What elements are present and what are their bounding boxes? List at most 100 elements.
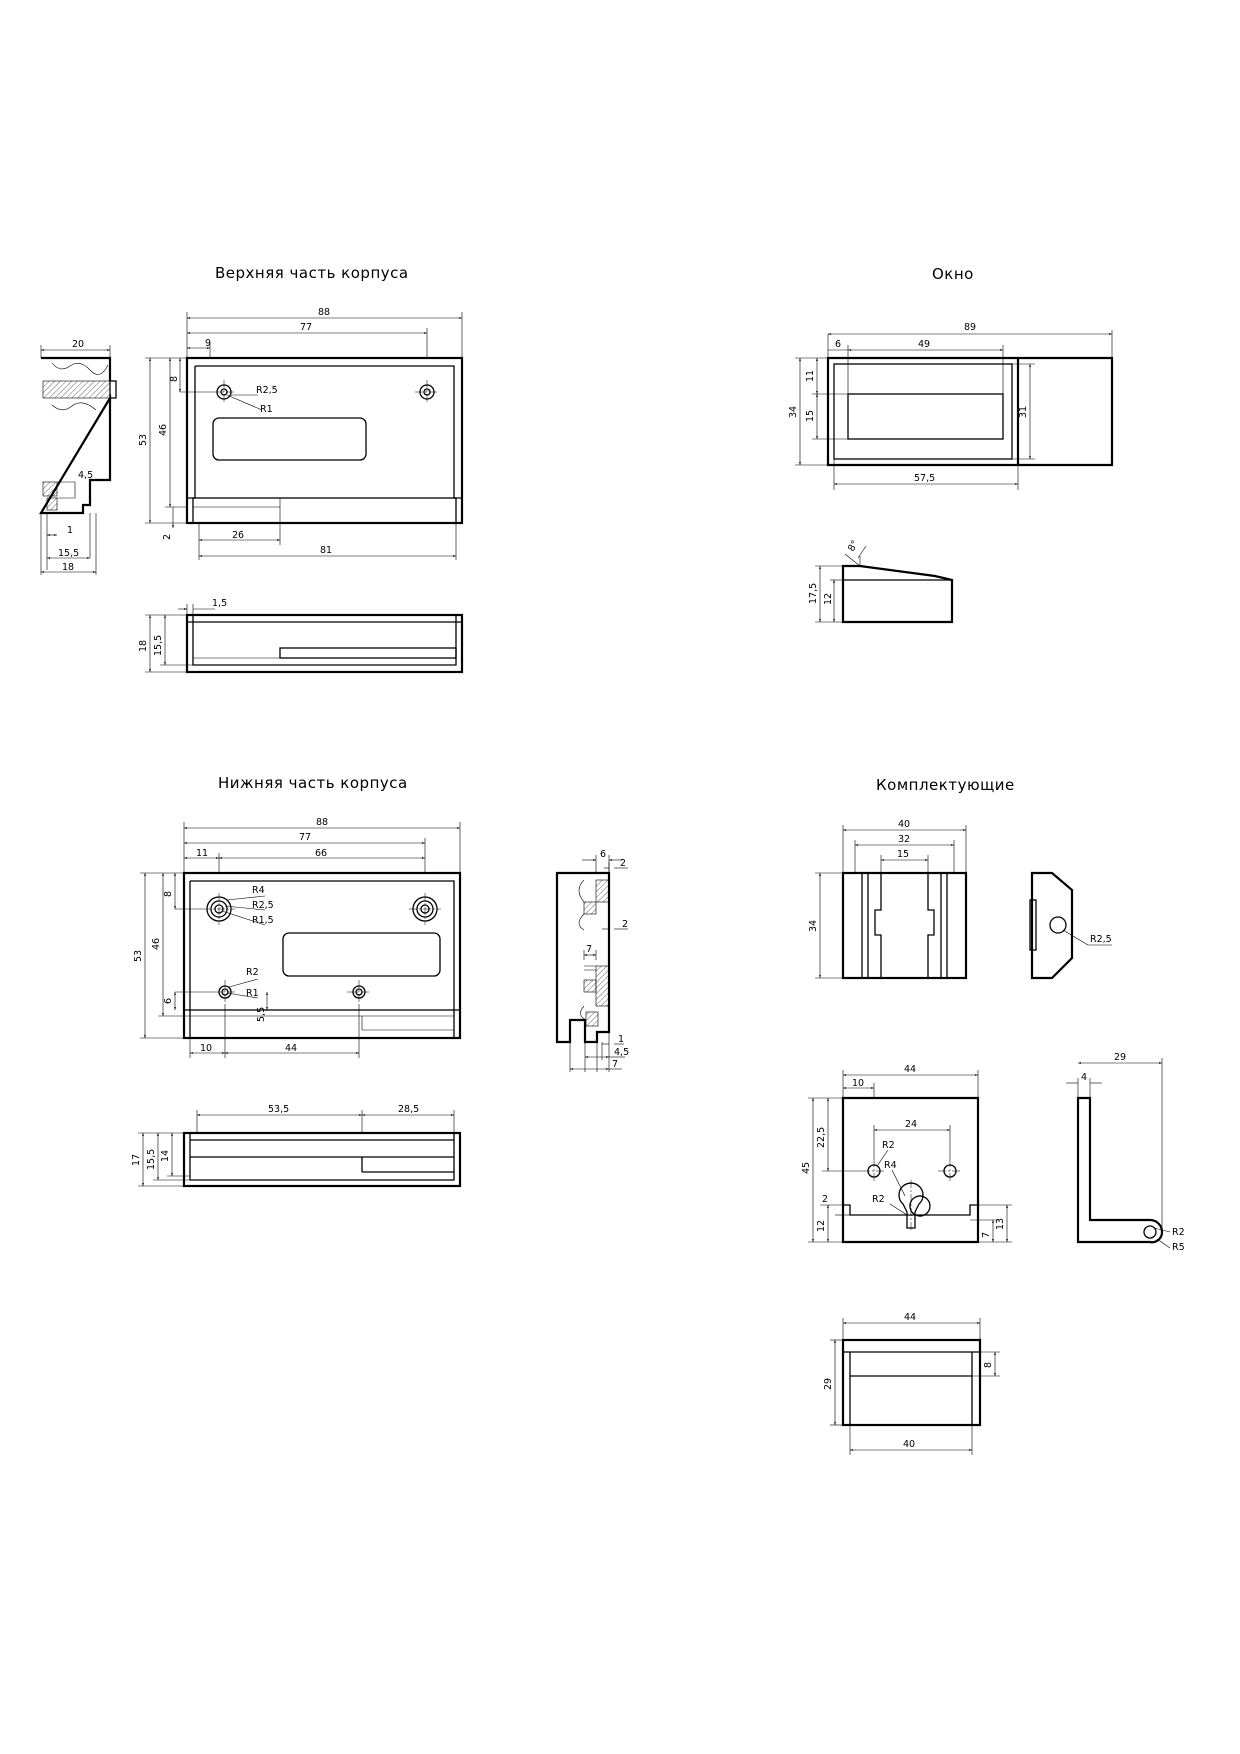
dim-upper-53: 53 bbox=[138, 434, 149, 446]
dim-lower-bottom-17: 17 bbox=[131, 1154, 142, 1166]
dim-lower-88: 88 bbox=[316, 817, 328, 828]
dim-lower-bottom-53-5: 53,5 bbox=[268, 1104, 289, 1115]
dim-bracket-12: 12 bbox=[816, 1220, 827, 1232]
dim-lower-10: 10 bbox=[200, 1043, 212, 1054]
dim-window-31: 31 bbox=[1018, 406, 1029, 418]
dim-lower-section-6: 6 bbox=[600, 849, 606, 860]
dim-bracket-top-40: 40 bbox=[903, 1439, 915, 1450]
dim-upper-bottom-15-5: 15,5 bbox=[153, 635, 164, 656]
dim-lower-53: 53 bbox=[133, 950, 144, 962]
label-lower-r2-5: R2,5 bbox=[252, 900, 274, 911]
title-upper-body: Верхняя часть корпуса bbox=[215, 264, 409, 282]
dim-window-57-5: 57,5 bbox=[914, 473, 935, 484]
upper-bottom-view: 1,5 18 15,5 bbox=[138, 598, 464, 674]
dim-window-15: 15 bbox=[805, 410, 816, 422]
label-lower-r1-5: R1,5 bbox=[252, 915, 274, 926]
dim-bracket-top-44: 44 bbox=[904, 1312, 916, 1323]
dim-lower-bottom-28-5: 28,5 bbox=[398, 1104, 419, 1115]
label-bracket-r2-top: R2 bbox=[882, 1140, 895, 1151]
dim-bracket-2: 2 bbox=[822, 1194, 828, 1205]
lower-bottom-view: 53,5 28,5 17 15,5 14 bbox=[131, 1104, 462, 1188]
dim-window-34: 34 bbox=[788, 406, 799, 418]
dim-upper-side-20: 20 bbox=[72, 339, 84, 350]
dim-lower-66: 66 bbox=[315, 848, 327, 859]
label-clip-r2-5: R2,5 bbox=[1090, 934, 1112, 945]
dim-upper-side-18: 18 bbox=[62, 562, 74, 573]
dim-upper-side-1: 1 bbox=[67, 525, 73, 536]
dim-window-11: 11 bbox=[805, 370, 816, 382]
dim-bracket-side-4: 4 bbox=[1081, 1072, 1087, 1083]
dim-lower-bottom-14: 14 bbox=[160, 1150, 171, 1162]
component-bracket-top: 44 29 8 40 bbox=[823, 1312, 1000, 1455]
dim-upper-26: 26 bbox=[232, 530, 244, 541]
component-clip-front: 40 32 15 34 bbox=[808, 819, 968, 980]
dim-upper-46: 46 bbox=[158, 424, 169, 436]
dim-bracket-24: 24 bbox=[905, 1119, 917, 1130]
dim-bracket-10: 10 bbox=[852, 1078, 864, 1089]
label-bracket-side-r2: R2 bbox=[1172, 1227, 1185, 1238]
window-front-view: 89 49 6 34 11 15 31 57,5 bbox=[788, 322, 1114, 490]
dim-clip-15: 15 bbox=[897, 849, 909, 860]
component-bracket-side: 29 4 R2 R5 bbox=[1066, 1052, 1185, 1253]
label-upper-r2-5: R2,5 bbox=[256, 385, 278, 396]
dim-upper-side-4-5: 4,5 bbox=[78, 470, 93, 481]
dim-bracket-top-8: 8 bbox=[983, 1362, 994, 1368]
dim-lower-5-5: 5,5 bbox=[256, 1007, 267, 1022]
dim-upper-bottom-18: 18 bbox=[138, 640, 149, 652]
dim-bracket-top-29: 29 bbox=[823, 1378, 834, 1390]
dim-lower-46: 46 bbox=[151, 938, 162, 950]
dim-lower-section-2a: 2 bbox=[620, 858, 626, 869]
dim-lower-section-1: 1 bbox=[618, 1034, 624, 1045]
dim-window-49: 49 bbox=[918, 339, 930, 350]
upper-side-section: 20 4,5 1 15,5 18 bbox=[39, 339, 117, 575]
label-bracket-r2-slot: R2 bbox=[872, 1194, 885, 1205]
dim-lower-6: 6 bbox=[163, 998, 174, 1004]
lower-front-view: R4 R2,5 R1,5 R2 R1 88 77 11 66 53 46 8 bbox=[133, 817, 462, 1058]
label-window-angle: 8° bbox=[846, 539, 861, 554]
label-bracket-side-r5: R5 bbox=[1172, 1242, 1185, 1253]
dim-upper-9: 9 bbox=[205, 338, 211, 349]
dim-upper-81: 81 bbox=[320, 545, 332, 556]
dim-upper-8: 8 bbox=[169, 376, 180, 382]
label-lower-r1: R1 bbox=[246, 988, 259, 999]
dim-lower-11: 11 bbox=[196, 848, 208, 859]
dim-upper-bottom-1-5: 1,5 bbox=[212, 598, 227, 609]
label-lower-r2: R2 bbox=[246, 967, 259, 978]
lower-side-section: 6 2 2 7 1 4,5 7 bbox=[555, 849, 629, 1072]
dim-lower-bottom-15-5: 15,5 bbox=[146, 1149, 157, 1170]
dim-window-89: 89 bbox=[964, 322, 976, 333]
title-lower-body: Нижняя часть корпуса bbox=[218, 774, 408, 792]
window-side-view: 8° 17,5 12 bbox=[808, 539, 954, 624]
dim-clip-34: 34 bbox=[808, 920, 819, 932]
dim-window-12: 12 bbox=[823, 593, 834, 605]
component-bracket-front: R2 R4 R2 44 10 24 45 22,5 2 12 13 7 bbox=[801, 1064, 1012, 1244]
dim-bracket-7: 7 bbox=[981, 1232, 992, 1238]
dim-lower-section-2b: 2 bbox=[622, 919, 628, 930]
dim-lower-77: 77 bbox=[299, 832, 311, 843]
dim-upper-2: 2 bbox=[162, 534, 173, 540]
dim-lower-8: 8 bbox=[163, 891, 174, 897]
dim-clip-40: 40 bbox=[898, 819, 910, 830]
dim-window-6: 6 bbox=[835, 339, 841, 350]
dim-bracket-22-5: 22,5 bbox=[816, 1127, 827, 1148]
dim-upper-88: 88 bbox=[318, 307, 330, 318]
component-clip-side: R2,5 bbox=[1029, 871, 1112, 980]
dim-bracket-13: 13 bbox=[995, 1218, 1006, 1230]
dim-bracket-side-29: 29 bbox=[1114, 1052, 1126, 1063]
upper-front-view: R2,5 R1 88 77 9 53 46 8 2 26 81 bbox=[138, 307, 464, 560]
dim-window-17-5: 17,5 bbox=[808, 583, 819, 604]
title-window: Окно bbox=[932, 265, 974, 283]
dim-clip-32: 32 bbox=[898, 834, 910, 845]
dim-lower-44: 44 bbox=[285, 1043, 297, 1054]
title-components: Комплектующие bbox=[876, 776, 1015, 794]
dim-upper-77: 77 bbox=[300, 322, 312, 333]
label-upper-r1: R1 bbox=[260, 404, 273, 415]
dim-lower-section-7a: 7 bbox=[586, 944, 592, 955]
dim-bracket-44: 44 bbox=[904, 1064, 916, 1075]
dim-upper-side-15-5: 15,5 bbox=[58, 548, 79, 559]
label-lower-r4: R4 bbox=[252, 885, 265, 896]
dim-lower-section-7b: 7 bbox=[612, 1059, 618, 1070]
dim-lower-section-4-5: 4,5 bbox=[614, 1047, 629, 1058]
label-bracket-r4: R4 bbox=[884, 1160, 897, 1171]
